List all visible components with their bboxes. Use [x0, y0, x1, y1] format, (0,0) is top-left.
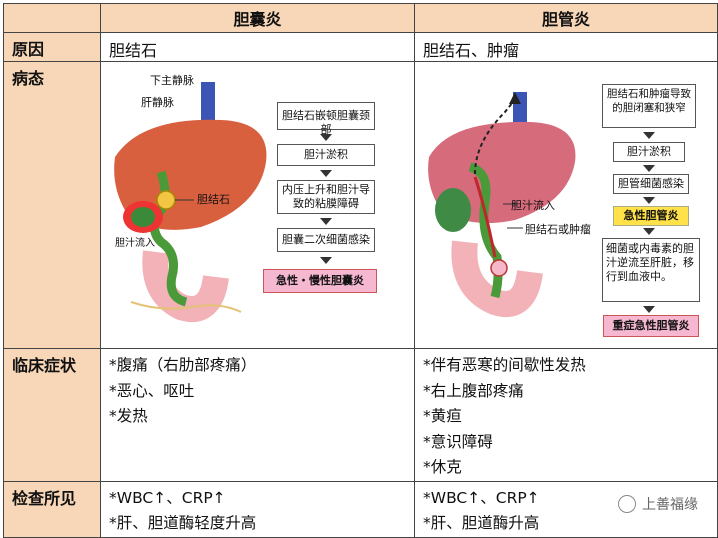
- down-arrow-icon: [643, 132, 655, 139]
- cause-row: 原因 胆结石 胆结石、肿瘤: [4, 33, 718, 62]
- stone-tumor-label: 胆结石或肿瘤: [525, 223, 591, 236]
- cholangitis-diagram: 胆汁流入 胆结石或肿瘤 胆结石和肿瘤导致的胆闭塞和狭窄 胆汁淤积 胆管细菌感染 …: [415, 62, 717, 348]
- flow-step-4: 胆囊二次细菌感染: [277, 228, 375, 252]
- list-item: *发热: [109, 404, 414, 430]
- watermark: 上善福缘: [618, 494, 698, 514]
- findings-cholecystitis: *WBC↑、CRP↑ *肝、胆道酶轻度升高: [101, 481, 415, 537]
- list-item: *肝、胆道酶轻度升高: [109, 511, 414, 537]
- flow-step-3: 内压上升和胆汁导致的粘膜障碍: [277, 180, 375, 214]
- header-row: 胆囊炎 胆管炎: [4, 4, 718, 33]
- flow-step-1: 胆结石嵌顿胆囊颈部: [277, 102, 375, 130]
- list-item: *意识障碍: [423, 430, 717, 456]
- cause-cholangitis: 胆结石、肿瘤: [415, 33, 718, 62]
- ivc-label: 下主静脉: [150, 74, 194, 87]
- down-arrow-icon: [320, 170, 332, 177]
- down-arrow-icon: [320, 257, 332, 264]
- acute-cholangitis-box: 急性胆管炎: [613, 206, 689, 226]
- down-arrow-icon: [643, 197, 655, 204]
- pathology-label: 病态: [4, 62, 101, 349]
- stone-label: 胆结石: [197, 193, 230, 206]
- symptoms-cholangitis: *伴有恶寒的间歇性发热 *右上腹部疼痛 *黄疸 *意识障碍 *休克: [415, 349, 718, 482]
- pathology-cholecystitis: 下主静脉 肝静脉 胆结石 胆汁流入 胆结石嵌顿胆囊颈部 胆汁淤积 内压上升和胆汁…: [101, 62, 415, 349]
- list-item: *肝、胆道酶升高: [423, 511, 717, 537]
- list-item: *右上腹部疼痛: [423, 379, 717, 405]
- list-item: *黄疸: [423, 404, 717, 430]
- symptoms-label: 临床症状: [4, 349, 101, 482]
- symptoms-row: 临床症状 *腹痛（右肋部疼痛） *恶心、呕吐 *发热 *伴有恶寒的间歇性发热 *…: [4, 349, 718, 482]
- down-arrow-icon: [643, 306, 655, 313]
- severe-cholangitis-result: 重症急性胆管炎: [603, 315, 699, 337]
- cholecystitis-result: 急性・慢性胆囊炎: [263, 269, 377, 293]
- down-arrow-icon: [643, 165, 655, 172]
- bile-inflow-label-2: 胆汁流入: [511, 199, 555, 212]
- flow-step-a: 胆结石和肿瘤导致的胆闭塞和狭窄: [602, 84, 696, 128]
- flow-step-c: 胆管细菌感染: [613, 174, 689, 194]
- cause-cholecystitis: 胆结石: [101, 33, 415, 62]
- flow-step-b: 胆汁淤积: [613, 142, 685, 162]
- comparison-table: 胆囊炎 胆管炎 原因 胆结石 胆结石、肿瘤 病态 下主静脉: [3, 3, 718, 538]
- header-cholangitis: 胆管炎: [415, 4, 718, 33]
- symptoms-cholecystitis: *腹痛（右肋部疼痛） *恶心、呕吐 *发热: [101, 349, 415, 482]
- bile-inflow-label: 胆汁流入: [115, 237, 155, 250]
- down-arrow-icon: [320, 218, 332, 225]
- wechat-icon: [618, 495, 636, 513]
- list-item: *伴有恶寒的间歇性发热: [423, 353, 717, 379]
- findings-row: 检查所见 *WBC↑、CRP↑ *肝、胆道酶轻度升高 *WBC↑、CRP↑ *肝…: [4, 481, 718, 537]
- list-item: *休克: [423, 455, 717, 481]
- list-item: *腹痛（右肋部疼痛）: [109, 353, 414, 379]
- flow-detail: 细菌或内毒素的胆汁逆流至肝脏，移行到血液中。: [602, 238, 700, 302]
- cholecystitis-diagram: 下主静脉 肝静脉 胆结石 胆汁流入 胆结石嵌顿胆囊颈部 胆汁淤积 内压上升和胆汁…: [101, 62, 414, 348]
- down-arrow-icon: [320, 134, 332, 141]
- watermark-text: 上善福缘: [642, 494, 698, 514]
- pathology-cholangitis: 胆汁流入 胆结石或肿瘤 胆结石和肿瘤导致的胆闭塞和狭窄 胆汁淤积 胆管细菌感染 …: [415, 62, 718, 349]
- cause-label: 原因: [4, 33, 101, 62]
- flow-step-2: 胆汁淤积: [277, 144, 375, 166]
- findings-label: 检查所见: [4, 481, 101, 537]
- list-item: *恶心、呕吐: [109, 379, 414, 405]
- header-cholecystitis: 胆囊炎: [101, 4, 415, 33]
- pathology-row: 病态 下主静脉 肝静脉 胆结石 胆汁流入 胆结石嵌顿胆囊颈部: [4, 62, 718, 349]
- down-arrow-icon: [643, 228, 655, 235]
- hepatic-vein-label: 肝静脉: [141, 96, 174, 109]
- header-corner: [4, 4, 101, 33]
- list-item: *WBC↑、CRP↑: [109, 486, 414, 512]
